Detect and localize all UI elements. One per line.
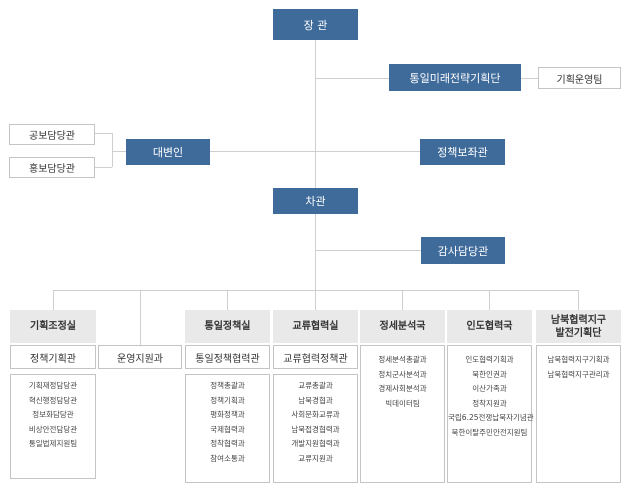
group-title: 정세분석국 [379,321,426,332]
list-item[interactable]: 사회문화교류과 [291,410,340,419]
list-item[interactable]: 경제사회분석과 [378,384,427,393]
connector-main-vertical [315,40,316,290]
connector-drop-2 [140,290,141,345]
group-title: 인도협력국 [466,321,513,332]
list-item[interactable]: 정세분석총괄과 [378,355,427,364]
list-item[interactable]: 교류총괄과 [298,381,333,390]
sub-unification-policy-cooperation[interactable]: 통일정책협력관 [185,345,270,369]
connector-drop-1 [53,290,54,310]
unit-list-exchange-cooperation: 교류총괄과 남북경협과 사회문화교류과 남북접경협력과 개발지원협력과 교류지원… [273,374,358,483]
connector-spokesperson [210,151,420,152]
list-item[interactable]: 정착지원과 [472,398,507,408]
connector-pr-vertical [112,133,113,167]
list-item[interactable]: 정책총괄과 [210,381,245,390]
list-item[interactable]: 북한인권과 [472,369,507,379]
group-title: 통일정책실 [204,321,251,332]
list-item[interactable]: 남북협력지구기획과 [547,355,610,364]
list-item[interactable]: 남북경협과 [298,395,333,405]
policy-advisor-box[interactable]: 정책보좌관 [420,139,505,165]
vice-minister-box[interactable]: 차관 [273,188,358,214]
list-item[interactable]: 정치군사분석과 [378,369,427,379]
connector-strategy [315,78,389,79]
unit-list-inter-korean-zone: 남북협력지구기획과 남북협력지구관리과 [536,345,621,483]
connector-drop-6 [489,290,490,310]
list-item[interactable]: 평화정책과 [210,410,245,419]
list-item[interactable]: 개발지원협력과 [291,439,340,448]
connector-pr-stub [95,133,112,134]
connector-drop-4 [315,290,316,310]
connector-audit [315,250,421,251]
unit-list-humanitarian-cooperation: 인도협력기획과 북한인권과 이산가족과 정착지원과 국립6.25전쟁납북자기념관… [447,345,534,483]
unification-strategy-box[interactable]: 통일미래전략기획단 [389,64,521,91]
connector-drop-5 [402,290,403,310]
list-item[interactable]: 통일법제지원팀 [28,439,78,448]
group-header-inter-korean-zone[interactable]: 남북협력지구 발전기획단 [536,310,621,343]
minister-box[interactable]: 장 관 [273,9,358,40]
list-item[interactable]: 인도협력기획과 [465,355,514,364]
group-title-line-2: 발전기획단 [555,327,602,339]
unit-list-situation-analysis: 정세분석총괄과 정치군사분석과 경제사회분석과 빅데이터팀 [360,345,445,483]
list-item[interactable]: 북한이탈주민안전지원팀 [451,427,528,437]
group-title: 교류협력실 [292,321,339,332]
connector-publicity-stub [95,167,112,168]
publicity-officer-box[interactable]: 홍보담당관 [9,157,95,178]
planning-team-box[interactable]: 기획운영팀 [538,67,621,89]
list-item[interactable]: 비상안전담당관 [28,424,78,434]
list-item[interactable]: 참여소통과 [210,453,245,463]
list-item[interactable]: 교류지원과 [298,453,333,463]
sub-operations-support[interactable]: 운영지원과 [98,345,182,369]
sub-policy-planning[interactable]: 정책기획관 [10,345,96,369]
connector-pr-spokesperson [112,151,126,152]
list-item[interactable]: 정착협력과 [210,439,245,448]
connector-horizontal-bus [53,290,579,291]
list-item[interactable]: 국제협력과 [210,424,245,434]
list-item[interactable]: 기획재정담당관 [28,381,78,390]
list-item[interactable]: 빅데이터팀 [385,398,420,408]
audit-officer-box[interactable]: 감사담당관 [421,237,505,264]
list-item[interactable]: 정보화담당관 [32,410,74,419]
group-header-humanitarian-cooperation[interactable]: 인도협력국 [447,310,532,343]
unit-list-planning: 기획재정담당관 혁신행정담당관 정보화담당관 비상안전담당관 통일법제지원팀 [10,374,96,479]
group-header-planning[interactable]: 기획조정실 [10,310,96,343]
connector-strategy-team [521,78,538,79]
connector-drop-7 [578,290,579,310]
group-title: 기획조정실 [30,321,76,332]
group-title-line-1: 남북협력지구 [550,314,607,326]
group-header-exchange-cooperation[interactable]: 교류협력실 [273,310,358,343]
list-item[interactable]: 국립6.25전쟁납북자기념관 [448,413,534,422]
list-item[interactable]: 남북접경협력과 [291,424,340,434]
group-header-situation-analysis[interactable]: 정세분석국 [360,310,445,343]
spokesperson-box[interactable]: 대변인 [126,139,210,165]
list-item[interactable]: 정책기획과 [210,395,245,405]
list-item[interactable]: 남북협력지구관리과 [547,369,610,379]
sub-exchange-cooperation-policy[interactable]: 교류협력정책관 [273,345,358,369]
connector-drop-3 [227,290,228,310]
list-item[interactable]: 이산가족과 [472,384,507,393]
group-header-unification-policy[interactable]: 통일정책실 [185,310,270,343]
pr-officer-box[interactable]: 공보담당관 [9,124,95,145]
list-item[interactable]: 혁신행정담당관 [28,395,78,405]
unit-list-unification-policy: 정책총괄과 정책기획과 평화정책과 국제협력과 정착협력과 참여소통과 [185,374,270,483]
